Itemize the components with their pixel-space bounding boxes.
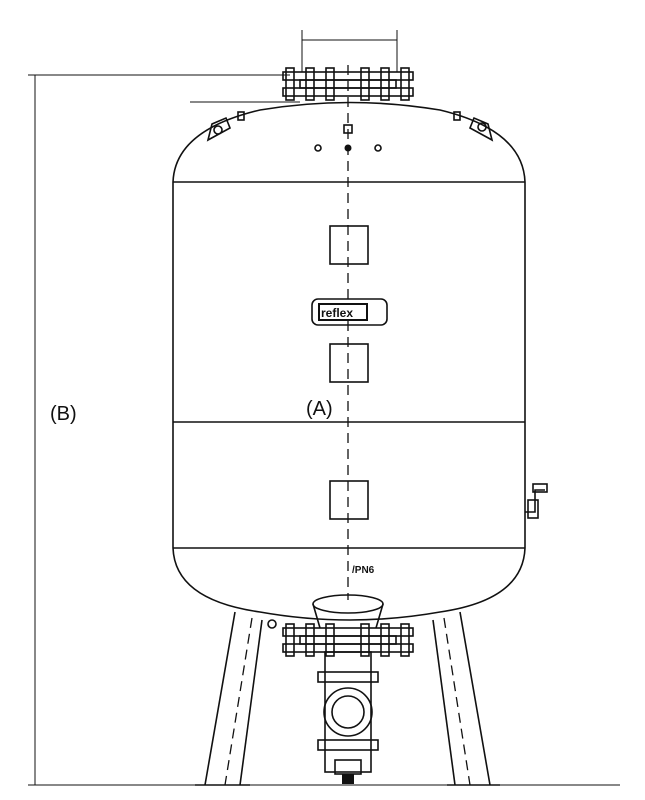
bolt xyxy=(325,67,335,101)
bottom-outlet xyxy=(282,594,414,784)
bolt xyxy=(400,623,410,657)
tank-body: (A) xyxy=(172,101,526,621)
lifting-lugs xyxy=(206,111,494,142)
bolt xyxy=(325,623,335,657)
flange-dimension xyxy=(190,30,398,103)
bolt xyxy=(285,67,295,101)
legs xyxy=(195,611,500,786)
label-b: (B) xyxy=(50,403,77,425)
bolt xyxy=(360,67,370,101)
label-a: (A) xyxy=(306,398,333,420)
bolt xyxy=(380,67,390,101)
pressure-rating: /PN6 xyxy=(352,565,375,576)
bolt xyxy=(400,67,410,101)
reflex-logo: reflex xyxy=(311,298,388,326)
bolt xyxy=(360,623,370,657)
dimension-b: (B) xyxy=(28,74,620,786)
bolt xyxy=(305,623,315,657)
label-plates xyxy=(329,225,369,520)
bolt xyxy=(285,623,295,657)
svg-text:reflex: reflex xyxy=(321,306,353,320)
bolt xyxy=(380,623,390,657)
bolt xyxy=(305,67,315,101)
side-fitting xyxy=(525,483,548,519)
